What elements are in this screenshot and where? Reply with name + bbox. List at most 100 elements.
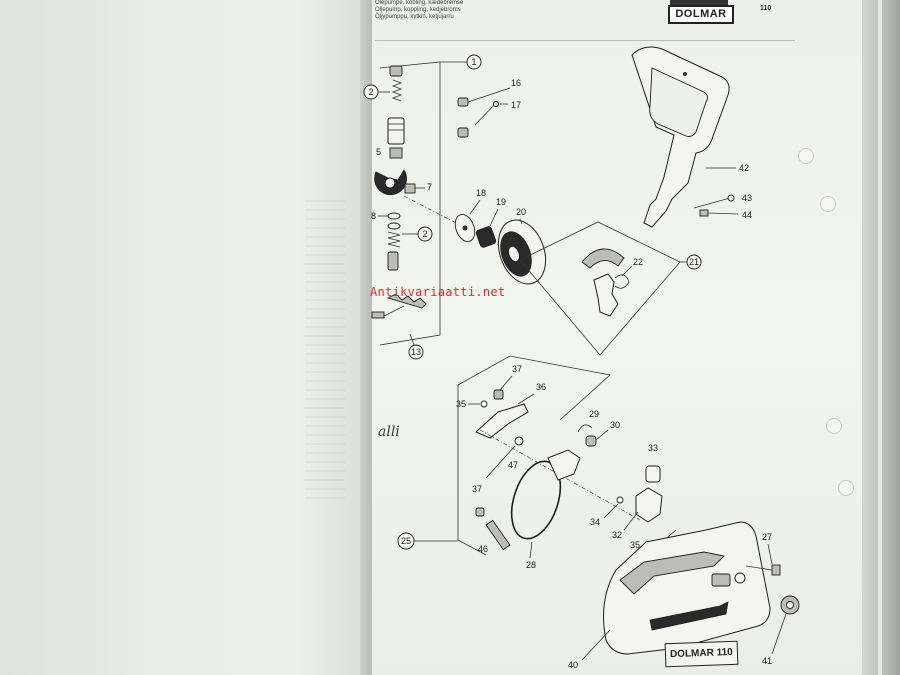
header-line: Oljepump, koppling, kedjebroms bbox=[375, 7, 461, 13]
cover-nut-hole bbox=[734, 572, 746, 584]
callout-35a: 35 bbox=[456, 399, 466, 409]
pin-34-part bbox=[616, 496, 624, 504]
cover-latch-part bbox=[711, 573, 731, 587]
callout-20: 20 bbox=[516, 207, 526, 217]
callout-25-circle bbox=[397, 532, 415, 550]
brake-latch-part bbox=[635, 487, 663, 523]
spring-29-part bbox=[577, 424, 593, 433]
spring-part bbox=[387, 231, 401, 248]
callout-46: 46 bbox=[478, 544, 488, 554]
screw-group: 16 17 bbox=[457, 78, 521, 138]
hose-end-part bbox=[371, 311, 385, 319]
callout-36: 36 bbox=[536, 382, 546, 392]
callout-37a: 37 bbox=[512, 364, 522, 374]
callout-40: 40 bbox=[568, 660, 578, 670]
hose-part bbox=[383, 305, 405, 317]
callout-21-circle bbox=[686, 254, 702, 270]
right-page bbox=[372, 0, 862, 675]
callout-42: 42 bbox=[739, 163, 749, 173]
page-stack-edge-highlight bbox=[878, 0, 882, 675]
pump-clip-part bbox=[404, 183, 416, 194]
hose-spring-part bbox=[386, 293, 427, 309]
screw-37b-part bbox=[475, 507, 485, 517]
pump-cap-part bbox=[389, 65, 403, 77]
plate-46-part bbox=[485, 519, 511, 551]
callout-28: 28 bbox=[526, 560, 536, 570]
brake-band-28-part bbox=[510, 460, 562, 540]
left-page-bleed-through bbox=[305, 200, 345, 500]
sleeve-33-part bbox=[645, 465, 661, 483]
binder-hole bbox=[838, 480, 854, 496]
callout-41: 41 bbox=[762, 656, 772, 666]
brake-band-bracket-part bbox=[547, 449, 581, 481]
callout-22: 22 bbox=[633, 257, 643, 267]
callout-2a: 2 bbox=[368, 87, 373, 97]
callout-25: 25 bbox=[401, 536, 411, 546]
screw-16-part bbox=[457, 97, 469, 107]
washer-part bbox=[387, 212, 401, 220]
watermark: Antikvariaatti.net bbox=[370, 285, 506, 299]
leader-line bbox=[517, 393, 535, 405]
callout-34: 34 bbox=[590, 517, 600, 527]
callout-7: 7 bbox=[427, 182, 432, 192]
callout-1-circle bbox=[466, 54, 482, 70]
callout-27: 27 bbox=[762, 532, 772, 542]
pin-17-part bbox=[474, 103, 496, 126]
brake-lever-36-part bbox=[475, 403, 529, 439]
plunger-part bbox=[387, 251, 399, 271]
bolt-27-part bbox=[745, 565, 773, 571]
clutch-shoe-part bbox=[581, 248, 625, 269]
leader-line bbox=[499, 375, 513, 391]
cover-rim-part bbox=[619, 551, 725, 595]
leader-line bbox=[595, 429, 609, 441]
sprocket-cover-group: 40 27 41 bbox=[568, 521, 800, 670]
callout-32: 32 bbox=[612, 530, 622, 540]
callout-29: 29 bbox=[589, 409, 599, 419]
brand-logo-top-bar bbox=[670, 0, 728, 5]
pin-35-part bbox=[480, 400, 488, 408]
binder-hole bbox=[820, 196, 836, 212]
clutch-spring-22-part bbox=[614, 274, 630, 289]
clutch-spider-part bbox=[593, 273, 619, 317]
callout-30: 30 bbox=[610, 420, 620, 430]
clutch-shoes-group: 21 22 bbox=[519, 221, 702, 356]
brake-frame-top bbox=[457, 355, 611, 421]
callout-13: 13 bbox=[411, 347, 421, 357]
leader-line bbox=[489, 208, 499, 227]
leader-line bbox=[603, 503, 619, 519]
leader-line bbox=[519, 218, 523, 225]
header-line: Öljypumppu, kytkin, ketjujarru bbox=[375, 14, 454, 20]
chain-brake-group: 25 37 36 35 47 37 28 46 29 30 33 34 32 bbox=[397, 355, 677, 570]
callout-33: 33 bbox=[648, 443, 658, 453]
leader-line bbox=[485, 445, 516, 479]
callout-37b: 37 bbox=[472, 484, 482, 494]
callout-18: 18 bbox=[476, 188, 486, 198]
clutch-group: 18 19 20 bbox=[454, 188, 547, 285]
bolt-43-part bbox=[693, 197, 731, 209]
callout-21: 21 bbox=[689, 257, 699, 267]
screw-37-part bbox=[493, 389, 504, 400]
pin-17-head bbox=[493, 101, 499, 107]
callout-5: 5 bbox=[376, 147, 381, 157]
bushing-30-part bbox=[585, 435, 597, 447]
callout-2b: 2 bbox=[422, 229, 427, 239]
screw-47-part bbox=[514, 436, 524, 446]
cover-slot-part bbox=[649, 601, 729, 631]
callout-17: 17 bbox=[511, 100, 521, 110]
pump-nut-part bbox=[389, 147, 403, 159]
leader-line bbox=[529, 541, 533, 559]
pump-spring-part bbox=[391, 79, 403, 102]
handle-bolt-hole bbox=[683, 72, 687, 76]
leader-line bbox=[409, 333, 415, 346]
header-rule bbox=[375, 40, 795, 41]
leader-line bbox=[623, 511, 639, 531]
clutch-hub bbox=[508, 245, 520, 263]
callout-8: 8 bbox=[371, 211, 376, 221]
brand-logo: DOLMAR bbox=[668, 5, 734, 24]
handwritten-note-line2: alli bbox=[378, 424, 400, 440]
callout-35b: 35 bbox=[630, 540, 640, 550]
callout-16: 16 bbox=[511, 78, 521, 88]
nut-44-part bbox=[699, 209, 709, 217]
sprocket-cover-40-part bbox=[603, 521, 771, 655]
